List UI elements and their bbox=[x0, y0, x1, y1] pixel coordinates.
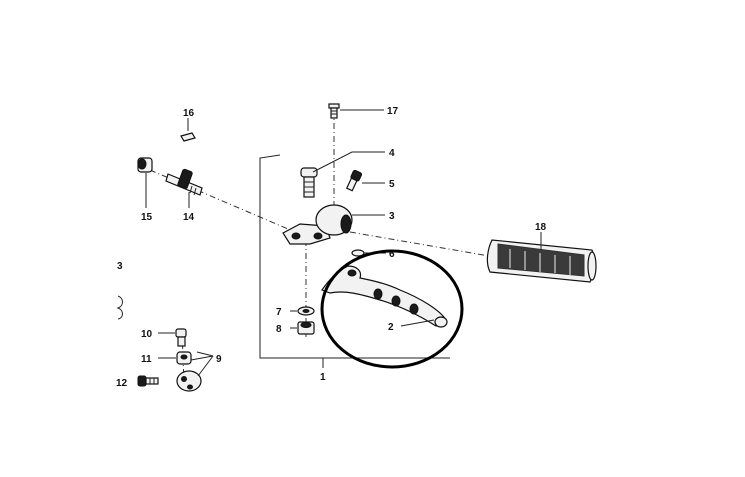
label-11: 11 bbox=[141, 354, 152, 365]
screw-17-icon bbox=[328, 103, 340, 119]
screw-10-icon bbox=[175, 328, 187, 347]
label-18: 18 bbox=[535, 222, 547, 233]
label-9: 9 bbox=[216, 354, 222, 365]
nut-8-icon bbox=[297, 321, 315, 335]
lever-2-icon bbox=[321, 265, 448, 328]
nut-11-icon bbox=[176, 351, 192, 365]
label-17: 17 bbox=[387, 106, 399, 117]
key-16-icon bbox=[180, 132, 196, 142]
label-12: 12 bbox=[116, 378, 128, 389]
label-15: 15 bbox=[141, 212, 153, 223]
nut-15-icon bbox=[137, 157, 153, 173]
highlight-circle bbox=[320, 249, 464, 369]
washer-7-hole-icon bbox=[302, 309, 310, 313]
partial-part-icon bbox=[116, 295, 123, 320]
screw-12-icon bbox=[137, 375, 159, 387]
screw-4-icon bbox=[300, 167, 318, 198]
label-4: 4 bbox=[389, 148, 395, 159]
label-1: 1 bbox=[320, 372, 326, 383]
label-13: 3 bbox=[117, 261, 123, 272]
label-2: 2 bbox=[388, 322, 394, 333]
leader-9 bbox=[190, 351, 214, 377]
label-16: 16 bbox=[183, 108, 195, 119]
label-14: 14 bbox=[183, 212, 195, 223]
label-5: 5 bbox=[389, 179, 395, 190]
label-6: 6 bbox=[389, 249, 395, 260]
handlebar-grip-18-icon bbox=[486, 239, 597, 283]
label-8: 8 bbox=[276, 324, 282, 335]
leader-2 bbox=[400, 319, 435, 327]
screw-5-icon bbox=[345, 169, 363, 192]
label-10: 10 bbox=[141, 329, 153, 340]
leader-4 bbox=[312, 151, 385, 173]
clamp-bracket-3-icon bbox=[282, 204, 353, 245]
knob-9-icon bbox=[176, 370, 202, 392]
axis-line-right bbox=[349, 231, 496, 258]
label-3: 3 bbox=[389, 211, 395, 222]
label-7: 7 bbox=[276, 307, 282, 318]
bolt-14-icon bbox=[165, 168, 203, 196]
